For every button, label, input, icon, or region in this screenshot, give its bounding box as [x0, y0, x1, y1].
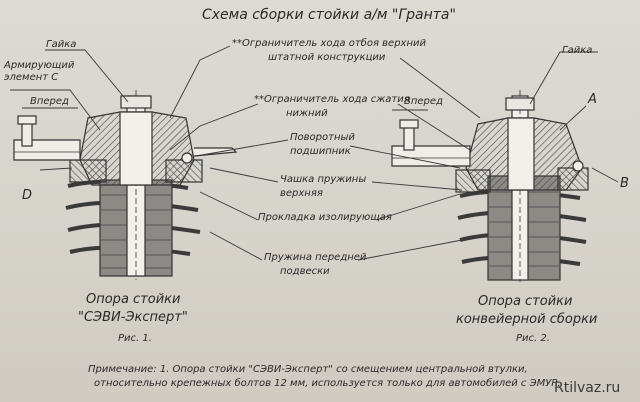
- left-caption-2: "СЭВИ-Эксперт": [78, 310, 188, 325]
- label-letter-a: А: [588, 92, 597, 107]
- left-strut: [13, 90, 238, 280]
- label-rebound-limiter-2: штатной конструкции: [268, 52, 386, 63]
- label-left-forward: Вперед: [30, 96, 69, 107]
- label-rebound-limiter-1: **Ограничитель хода отбоя верхний: [232, 38, 427, 49]
- left-caption-1: Опора стойки: [86, 292, 181, 307]
- label-compression-limiter-2: нижний: [286, 108, 328, 119]
- right-caption-1: Опора стойки: [478, 294, 573, 309]
- label-compression-limiter-1: **Ограничитель хода сжатия: [254, 94, 410, 105]
- label-left-nut: Гайка: [46, 39, 77, 50]
- leader-lines: [10, 45, 619, 261]
- right-strut: [391, 90, 589, 282]
- label-spring-cup-1: Чашка пружины: [280, 174, 367, 185]
- diagram-title: Схема сборки стойки а/м "Гранта": [202, 7, 456, 23]
- label-letter-d: D: [22, 188, 33, 203]
- label-insulating-gasket: Прокладка изолирующая: [258, 212, 392, 223]
- label-bearing-1: Поворотный: [290, 132, 355, 143]
- label-right-nut: Гайка: [562, 45, 593, 56]
- note-line-1: Примечание: 1. Опора стойки "СЭВИ-Экспер…: [88, 364, 528, 375]
- label-spring-cup-2: верхняя: [280, 188, 323, 199]
- label-reinforcing-2: элемент С: [4, 72, 59, 83]
- label-reinforcing-1: Армирующий: [4, 60, 75, 71]
- label-spring-2: подвески: [280, 266, 330, 277]
- label-letter-b: В: [620, 176, 629, 191]
- right-caption-2: конвейерной сборки: [456, 312, 598, 327]
- right-figure-number: Рис. 2.: [516, 333, 550, 344]
- label-bearing-2: подшипник: [290, 146, 351, 157]
- note-line-2: относительно крепежных болтов 12 мм, исп…: [94, 378, 561, 389]
- label-spring-1: Пружина передней: [264, 252, 367, 263]
- left-figure-number: Рис. 1.: [118, 333, 152, 344]
- watermark: Rtilvaz.ru: [554, 380, 621, 396]
- label-center-forward: Вперед: [404, 96, 443, 107]
